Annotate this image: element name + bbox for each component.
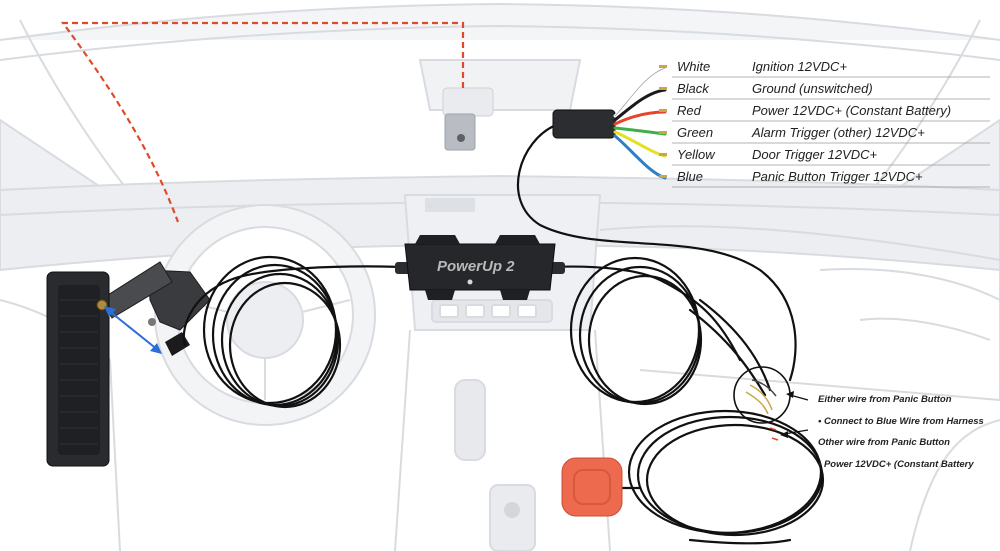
wire-terminal <box>659 65 667 68</box>
wire-function-label: Power 12VDC+ (Constant Battery) <box>752 103 951 118</box>
wire-function-label: Ground (unswitched) <box>752 81 873 96</box>
wire-row-blue: Blue Panic Button Trigger 12VDC+ <box>659 169 990 188</box>
note-first-heading: Either wire from Panic Button <box>818 394 952 405</box>
wire-color-label: White <box>677 59 710 74</box>
wire-color-label: Green <box>677 125 713 140</box>
cables <box>182 123 825 545</box>
wire-function-label: Alarm Trigger (other) 12VDC+ <box>751 125 925 140</box>
powerup-hub: PowerUp 2 <box>395 235 565 300</box>
hub-label: PowerUp 2 <box>437 258 515 275</box>
wire-terminal <box>659 109 667 112</box>
wire-function-label: Ignition 12VDC+ <box>752 59 847 74</box>
note-first-item: • Connect to Blue Wire from Harness <box>818 416 984 427</box>
wire-function-label: Door Trigger 12VDC+ <box>752 147 878 162</box>
dash-camera <box>442 87 494 151</box>
wire-row-green: Green Alarm Trigger (other) 12VDC+ <box>659 125 990 144</box>
wire-terminal <box>659 87 667 90</box>
wire-legend-table: White Ignition 12VDC+ Black Ground (unswitc… <box>659 59 990 188</box>
wire-row-white: White Ignition 12VDC+ <box>659 59 990 78</box>
wire-row-black: Black Ground (unswitched) <box>659 81 990 100</box>
svg-text:·: · <box>430 204 432 210</box>
panic-button <box>561 457 623 517</box>
wire-split-callout <box>733 366 809 441</box>
wire-black <box>613 88 667 122</box>
wire-terminal <box>659 175 667 178</box>
wire-color-label: Yellow <box>677 147 716 162</box>
wire-row-yellow: Yellow Door Trigger 12VDC+ <box>659 147 990 166</box>
connector-arrow <box>104 306 162 354</box>
wire-color-label: Blue <box>677 169 703 184</box>
note-second-item: • Power 12VDC+ (Constant Battery <box>818 459 974 470</box>
wire-row-red: Red Power 12VDC+ (Constant Battery) <box>659 103 990 122</box>
note-second-heading: Other wire from Panic Button <box>818 437 950 448</box>
wire-terminal <box>659 153 667 156</box>
tablet-mount <box>46 261 211 467</box>
panic-button-notes: Either wire from Panic Button • Connect … <box>818 394 984 470</box>
wire-red <box>613 110 667 126</box>
wire-terminal <box>659 131 667 134</box>
cable-route-dashed <box>60 21 465 223</box>
wire-color-label: Red <box>677 103 702 118</box>
wiring-harness-module <box>552 109 616 139</box>
wire-color-label: Black <box>677 81 710 96</box>
wire-function-label: Panic Button Trigger 12VDC+ <box>752 169 923 184</box>
